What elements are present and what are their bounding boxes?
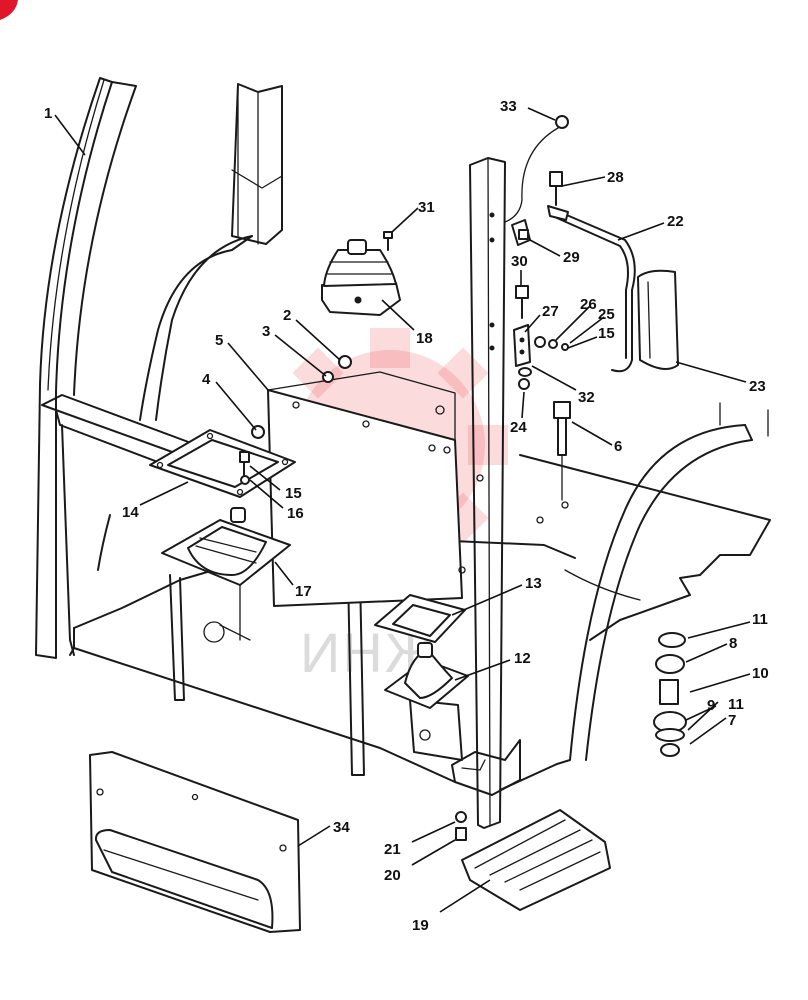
callout-14: 14 [122, 504, 139, 521]
callout-8: 8 [729, 635, 737, 652]
callout-30: 30 [511, 253, 528, 270]
plate-part-14 [149, 429, 296, 498]
callout-33: 33 [500, 98, 517, 115]
corner-mark [0, 0, 18, 20]
callout-10: 10 [752, 665, 769, 682]
washers-part-24-25-26 [518, 336, 569, 390]
boot-part-17 [161, 507, 291, 643]
callout-12: 12 [514, 650, 531, 667]
bolt-part-6 [553, 401, 571, 501]
boot-part-18 [321, 239, 401, 316]
callout-27: 27 [542, 303, 559, 320]
bolt-part-28 [549, 171, 563, 206]
callout-32: 32 [578, 389, 595, 406]
callout-17: 17 [295, 583, 312, 600]
step-bracket [409, 699, 521, 796]
screw-part-31 [383, 231, 393, 251]
callout-34: 34 [333, 819, 350, 836]
isolator-stack [653, 632, 687, 757]
callout-1: 1 [44, 105, 52, 122]
callout-21: 21 [384, 841, 401, 858]
callout-20: 20 [384, 867, 401, 884]
callout-23: 23 [749, 378, 766, 395]
right-post [469, 157, 506, 829]
callout-5: 5 [215, 332, 223, 349]
callout-13: 13 [525, 575, 542, 592]
callout-31: 31 [418, 199, 435, 216]
bolt-part-30 [515, 285, 529, 319]
clamp-part-29 [511, 219, 531, 246]
callout-11-bottom: 11 [728, 696, 744, 713]
bolt-part-20-21 [455, 811, 467, 841]
cover-part-34 [89, 751, 301, 933]
callout-16: 16 [287, 505, 304, 522]
callout-2: 2 [283, 307, 291, 324]
boot-part-12 [384, 642, 469, 709]
mirror-part-23 [637, 269, 679, 370]
step-part-19 [461, 809, 611, 911]
callout-labels: 1 2 3 4 5 6 7 8 9 10 11 11 12 13 14 15 1… [44, 98, 769, 934]
callout-25: 25 [598, 306, 615, 323]
mirror-arm-part-22 [547, 205, 636, 373]
callout-19: 19 [412, 917, 429, 934]
callout-24: 24 [510, 419, 527, 436]
callout-29: 29 [563, 249, 580, 266]
callout-22: 22 [667, 213, 684, 230]
callout-18: 18 [416, 330, 433, 347]
callout-7: 7 [728, 712, 736, 729]
callout-4: 4 [202, 371, 211, 388]
floor-plate [476, 454, 771, 641]
callout-6: 6 [614, 438, 622, 455]
callout-15-left: 15 [285, 485, 302, 502]
callout-28: 28 [607, 169, 624, 186]
callout-26: 26 [580, 296, 597, 313]
nuts-part-2-3-4 [251, 355, 352, 439]
callout-3: 3 [262, 323, 270, 340]
callout-15-right: 15 [598, 325, 615, 342]
leader-lines [54, 107, 751, 913]
bolt-part-15-left [239, 451, 250, 485]
bracket-part-27 [513, 324, 531, 367]
callout-11-top: 11 [752, 611, 768, 628]
callout-9: 9 [707, 697, 715, 714]
cable-part-33 [504, 115, 569, 223]
